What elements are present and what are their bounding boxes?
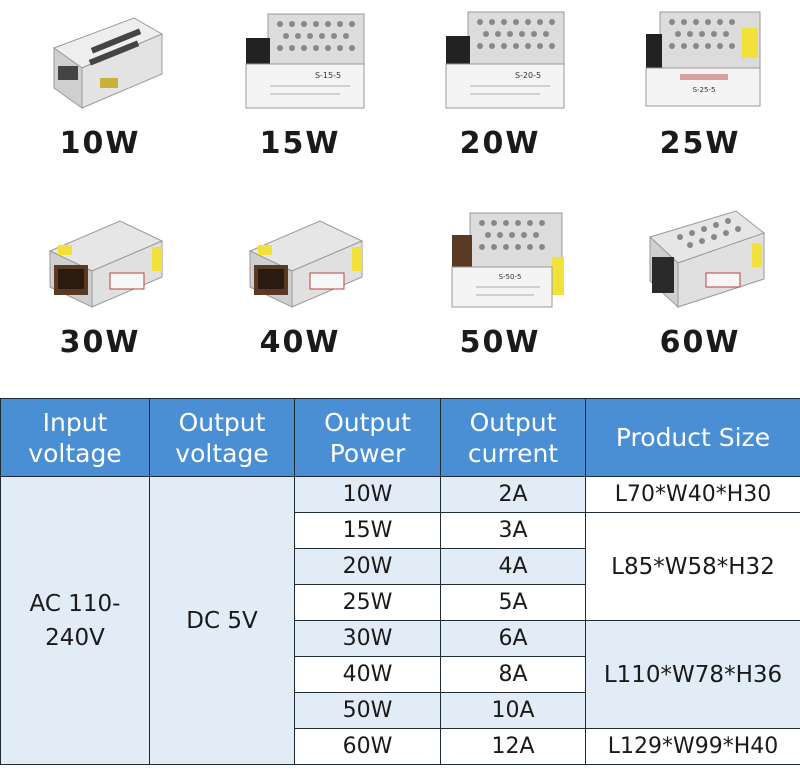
power-supply-image: S-15-5 — [245, 13, 365, 109]
input-voltage-value: AC 110-240V — [29, 590, 121, 651]
wattage-label: 20W — [459, 126, 541, 161]
power-supply-image: S-25-5 — [645, 11, 761, 107]
power-supply-image — [649, 210, 766, 309]
model-code: S-25-5 — [693, 86, 716, 94]
table-row: AC 110-240V DC 5V 10W 2A L70*W40*H30 — [0, 476, 800, 765]
wattage-label: 30W — [59, 325, 141, 360]
power-cell: 20W — [294, 548, 441, 585]
wattage-label: 15W — [259, 126, 341, 161]
power-cell: 50W — [294, 692, 441, 729]
table-row: 15W 3A L85*W58*H32 — [1, 512, 800, 621]
power-cell: 25W — [294, 584, 441, 621]
power-supply-image — [52, 17, 164, 109]
table-row: 20W 4A — [1, 548, 800, 585]
model-code: S-15-5 — [315, 71, 341, 80]
model-code: S-20-5 — [515, 71, 541, 80]
current-cell: 8A — [440, 656, 586, 693]
power-supply-image — [248, 220, 364, 308]
header-product-size: Product Size — [585, 398, 800, 477]
product-30w: 30W — [0, 199, 200, 398]
size-cell: L110*W78*H36 — [585, 620, 800, 729]
product-50w: S-50-5 50W — [400, 199, 600, 398]
spec-table-container: Input voltage Output voltage Output Powe… — [0, 398, 800, 769]
table-row: 25W 5A — [1, 584, 800, 621]
header-output-power: Output Power — [294, 398, 441, 477]
product-gallery: 10W S-15-5 15W S-20-5 20W — [0, 0, 800, 398]
wattage-label: 50W — [459, 325, 541, 360]
current-cell: 6A — [440, 620, 586, 657]
size-cell: L129*W99*H40 — [585, 728, 800, 765]
wattage-label: 25W — [659, 126, 741, 161]
power-cell: 40W — [294, 656, 441, 693]
table-row: 50W 10A — [1, 692, 800, 729]
product-10w: 10W — [0, 0, 200, 199]
current-cell: 4A — [440, 548, 586, 585]
product-25w: S-25-5 25W — [600, 0, 800, 199]
output-voltage-cell: DC 5V — [149, 476, 295, 765]
power-supply-image — [48, 220, 164, 308]
power-cell: 30W — [294, 620, 441, 657]
current-cell: 3A — [440, 512, 586, 549]
header-output-current: Output current — [440, 398, 586, 477]
product-20w: S-20-5 20W — [400, 0, 600, 199]
power-cell: 15W — [294, 512, 441, 549]
table-header-row: Input voltage Output voltage Output Powe… — [0, 398, 800, 477]
current-cell: 12A — [440, 728, 586, 765]
current-cell: 2A — [440, 476, 586, 513]
power-supply-image: S-50-5 — [451, 212, 564, 308]
header-input-voltage: Input voltage — [0, 398, 150, 477]
size-cell: L85*W58*H32 — [585, 512, 800, 621]
table-row: 30W 6A L110*W78*H36 — [1, 620, 800, 729]
product-15w: S-15-5 15W — [200, 0, 400, 199]
table-row: 40W 8A — [1, 656, 800, 693]
power-cell: 60W — [294, 728, 441, 765]
size-cell: L70*W40*H30 — [585, 476, 800, 513]
wattage-label: 60W — [659, 325, 741, 360]
header-output-voltage: Output voltage — [149, 398, 295, 477]
model-code: S-50-5 — [499, 273, 522, 281]
power-cell: 10W — [294, 476, 441, 513]
input-voltage-cell: AC 110-240V — [0, 476, 150, 765]
table-row: 60W 12A L129*W99*H40 — [1, 728, 800, 765]
current-cell: 5A — [440, 584, 586, 621]
spec-table: Input voltage Output voltage Output Powe… — [0, 398, 800, 765]
power-supply-image: S-20-5 — [445, 11, 565, 109]
product-60w: 60W — [600, 199, 800, 398]
wattage-label: 40W — [259, 325, 341, 360]
wattage-label: 10W — [59, 126, 141, 161]
current-cell: 10A — [440, 692, 586, 729]
product-40w: 40W — [200, 199, 400, 398]
